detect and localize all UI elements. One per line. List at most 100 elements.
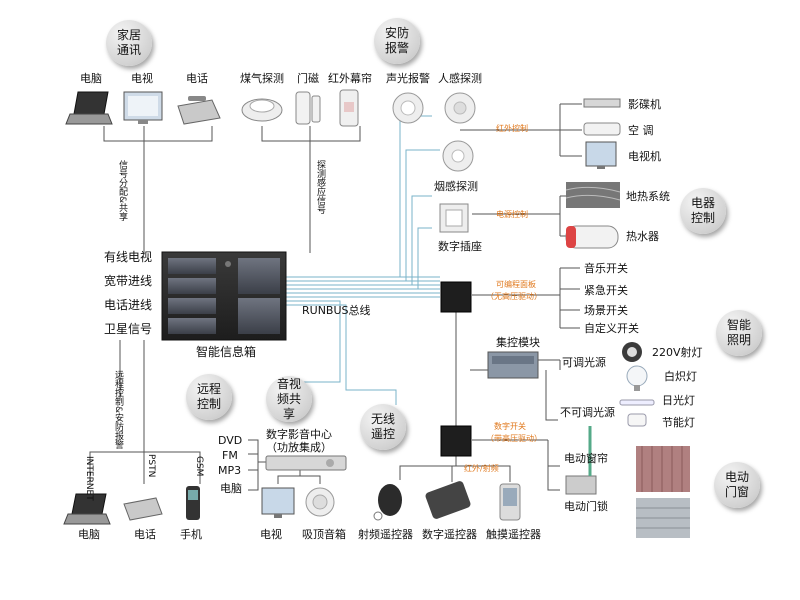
label-emergency: 紧急开关 [584,284,628,297]
bubble-curtain: 电动门窗 [714,462,760,508]
label-phone: 电话 [186,72,208,85]
label-detect-signal: 探测感应信号 [315,160,325,214]
mobile-icon [186,486,200,520]
label-curtain-motor: 电动窗帘 [564,452,608,465]
box-row-3: 卫星信号 [104,322,153,336]
box-row-1: 宽带进线 [104,274,153,288]
bus-label: RUNBUS总线 [302,304,371,317]
label-floor-heat: 地热系统 [626,190,670,203]
security-lines [261,126,361,253]
bulb-icon [626,365,648,391]
label-center-1: 数字影音中心 [266,428,332,441]
label-gsm: GSM [194,456,204,477]
label-dswitch-2: （带高压驱动） [486,434,542,443]
label-internet: INTERNET [84,456,94,501]
label-custom: 自定义开关 [584,322,639,335]
label-ir-curtain: 红外幕帘 [328,72,372,85]
label-digital-remote: 数字遥控器 [422,528,477,541]
av-lines [248,439,321,491]
cfl-icon [627,413,647,427]
spotlight-icon [622,342,642,362]
label-incandescent: 白炽灯 [664,370,697,383]
aircon-icon [583,122,621,136]
bubble-security: 安防报警 [374,18,420,64]
bottom-tv-icon [261,487,295,518]
label-module: 集控模块 [496,336,540,349]
monitor-icon [123,91,163,124]
bubble-lighting: 智能照明 [716,310,762,356]
programmable-panel-icon [440,281,472,313]
bottom-left-lines [89,340,201,484]
label-nondim: 不可调光源 [560,406,615,419]
label-ir-ctrl: 红外控制 [496,124,528,133]
floor-heat-icon [565,182,621,208]
tvset-icon [585,141,617,169]
box-title: 智能信息箱 [196,345,257,359]
touch-remote-icon [499,483,521,521]
label-lamp220: 220V射灯 [652,346,703,359]
label-door-lock: 电动门锁 [564,500,608,513]
fluorescent-icon [619,399,655,406]
label-energy: 节能灯 [662,416,695,429]
bubble-appliance: 电器控制 [680,188,726,234]
label-door: 门磁 [297,72,319,85]
label-center-2: （功放集成） [266,441,332,454]
right-branch-lines [399,103,582,491]
curtain-photo-icon [636,446,690,492]
label-music: 音乐开关 [584,262,628,275]
bottom-phone-icon [123,497,163,521]
label-dvd: DVD [218,434,243,447]
label-remote-alarm: 远程控制&安防报警 [113,370,123,450]
smoke-detector-icon [442,140,474,172]
box-row-0: 有线电视 [104,250,153,264]
label-signal-share: 信号分配&共享 [117,160,127,222]
rf-remote-icon [373,484,402,521]
label-ir-rf: 红外/射频 [464,464,499,473]
label-dswitch-1: 数字开关 [494,422,526,431]
phone-icon [177,96,221,125]
gas-detector-icon [241,98,283,122]
bubble-remote: 远程控制 [186,374,232,420]
label-panel-2: （无高压驱动） [486,292,542,301]
label-touch-remote: 触摸遥控器 [486,528,541,541]
bottom-laptop-icon [63,493,111,525]
label-gas: 煤气探测 [240,72,284,85]
motion-detector-icon [444,92,476,124]
smart-info-box [161,251,287,341]
label-pc: 电脑 [220,482,242,495]
label-bottom-phone: 电话 [134,528,156,541]
label-mobile: 手机 [180,528,202,541]
label-socket: 数字插座 [438,240,482,253]
label-sound-light: 声光报警 [386,72,430,85]
socket-icon [439,203,469,233]
box-row-2: 电话进线 [104,298,153,312]
label-aircon: 空 调 [628,124,654,137]
garage-door-icon [636,498,690,538]
label-mp3: MP3 [218,464,242,477]
control-module-icon [487,351,539,379]
runbus-lines [286,115,440,405]
dvd-player-icon [583,98,621,108]
bubble-av: 音视频共享 [266,376,312,422]
label-fluorescent: 日光灯 [662,394,695,407]
label-bottom-computer: 电脑 [78,528,100,541]
label-power-ctrl: 电源控制 [496,210,528,219]
label-dimmable: 可调光源 [562,356,606,369]
label-fm: FM [222,449,238,462]
label-pstn: PSTN [146,454,156,478]
ir-curtain-icon [339,89,359,127]
label-rf-remote: 射频遥控器 [358,528,413,541]
label-computer: 电脑 [80,72,102,85]
label-ceiling-speaker: 吸顶音箱 [302,528,346,541]
digital-remote-icon [425,481,471,519]
label-water-heater: 热水器 [626,230,659,243]
digital-switch-icon [440,425,472,457]
label-bottom-tv: 电视 [260,528,282,541]
label-tvset: 电视机 [628,150,661,163]
label-smoke: 烟感探测 [434,180,478,193]
door-sensor-icon [295,91,321,125]
label-scene: 场景开关 [584,304,628,317]
curtain-motor-icon [565,426,597,495]
